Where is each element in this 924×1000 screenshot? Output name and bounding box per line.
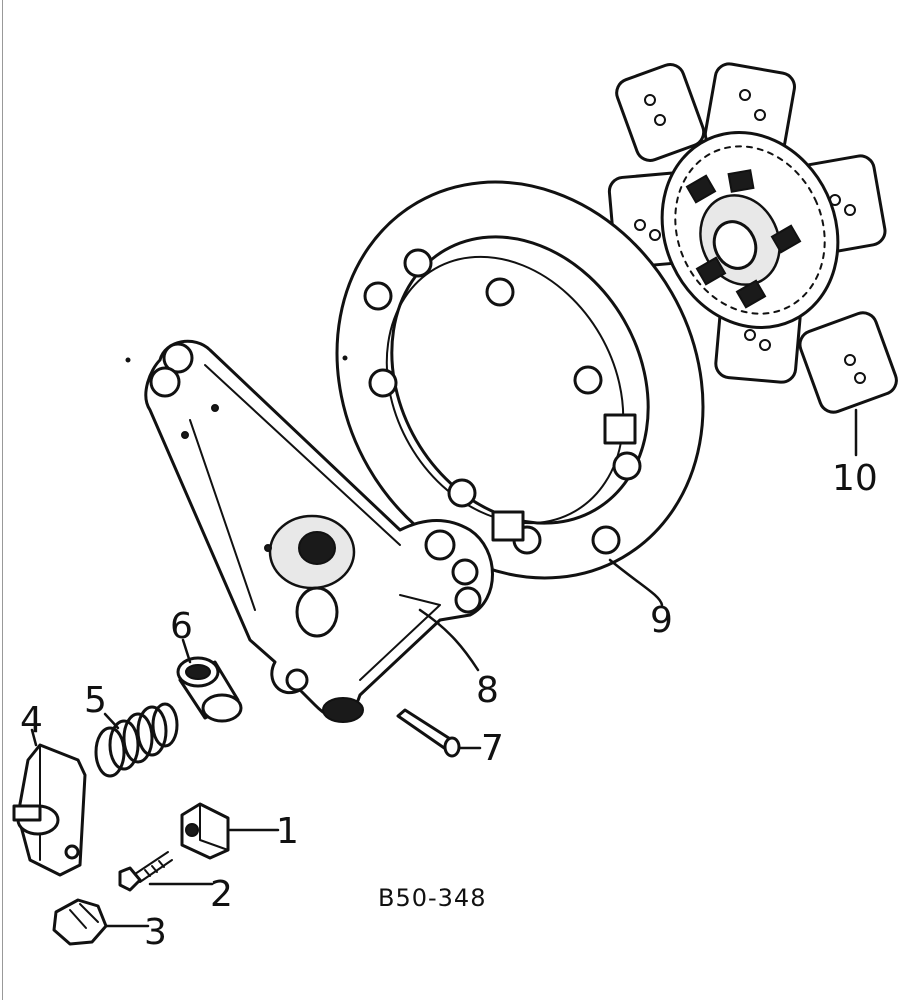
part-1-clip-nut [180,802,230,860]
callout-leader-6 [181,638,192,664]
part-5-spring [94,702,179,778]
callout-leader-4 [30,728,38,747]
part-8-bracket [144,339,494,723]
figure-reference-code: B50-348 [378,884,486,912]
callout-label-6: 6 [170,606,193,647]
callout-label-8: 8 [476,670,499,711]
part-3-retaining-clip [52,898,108,946]
part-7-pin [396,708,461,758]
callout-label-4: 4 [20,700,43,741]
part-9-pressure-ring [335,180,705,580]
page-edge-line [2,0,3,1000]
callout-label-5: 5 [84,680,107,721]
callout-label-1: 1 [276,811,299,852]
speck-mark [342,355,348,361]
callout-label-2: 2 [210,874,233,915]
callout-label-7: 7 [481,728,504,769]
callout-label-10: 10 [832,458,878,499]
part-6-bushing [176,656,243,723]
part-4-lever-block [12,743,87,877]
callout-leader-8 [418,608,480,672]
callout-leader-9 [608,558,664,607]
part-2-bolt [118,851,173,892]
callout-label-9: 9 [650,600,673,641]
part-10-clutch-disc [607,62,898,414]
speck-mark [125,357,131,363]
callout-label-3: 3 [144,912,167,953]
callout-leader-5 [103,712,120,730]
